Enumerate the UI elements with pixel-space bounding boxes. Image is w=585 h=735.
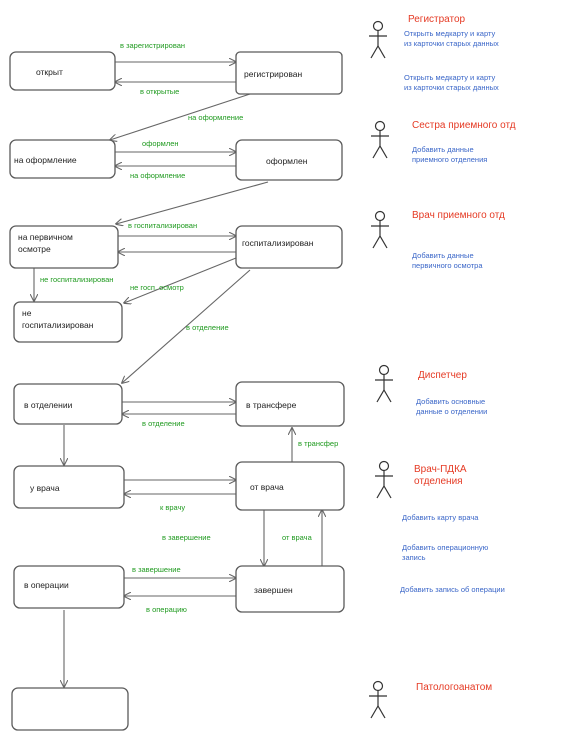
state-label: на оформление <box>14 155 77 165</box>
state-label: на первичном осмотре <box>18 232 75 254</box>
transition-label: в госпитализирован <box>128 221 197 230</box>
role-note: Добавить данные приемного отделения <box>412 145 487 164</box>
transition-label: к врачу <box>160 503 185 512</box>
state-hosp-form: госпитализирован <box>235 225 343 269</box>
state-completed: завершен <box>235 565 345 613</box>
state-label: госпитализирован <box>242 238 314 248</box>
state-open: открыт <box>9 51 116 91</box>
state-formalization: на оформление <box>9 139 116 179</box>
role-note: Добавить основные данные о отделении <box>416 397 487 416</box>
role-name: Врач-ПДКА отделения <box>414 464 469 487</box>
state-label: оформлен <box>266 156 308 166</box>
state-label: в операции <box>24 580 69 590</box>
role-note: Открыть медкарту и карту из карточки ста… <box>404 73 499 92</box>
state-label: завершен <box>254 585 293 595</box>
transition-label: в завершение <box>132 565 181 574</box>
transition-label: на оформление <box>188 113 243 122</box>
state-formalized: оформлен <box>235 139 343 181</box>
state-at-doctor: у врача <box>13 465 125 509</box>
transition-labels: в зарегистрирован в открытые на оформлен… <box>40 41 338 614</box>
actor-icon <box>375 460 393 499</box>
state-label: в отделении <box>24 400 73 410</box>
state-in-surgery: в операции <box>13 565 125 609</box>
state-not-hospitalized: не госпитализирован <box>13 301 123 343</box>
role-note: Добавить запись об операции <box>400 585 505 594</box>
state-label: в трансфере <box>246 400 297 410</box>
role-name: Врач приемного отд <box>412 210 505 221</box>
state-transferred: в трансфере <box>235 381 345 427</box>
transitions <box>34 62 322 687</box>
state-label: у врача <box>30 483 60 493</box>
actor-icon <box>371 120 389 159</box>
transition-label: в отделение <box>142 419 185 428</box>
transition-label: оформлен <box>142 139 179 148</box>
role-note: Добавить карту врача <box>402 513 479 522</box>
actor-icon <box>375 364 393 403</box>
role-note: Добавить данные первичного осмотра <box>412 251 483 270</box>
transition-line <box>110 93 251 140</box>
transition-label: в завершение <box>162 533 211 542</box>
transition-label: в зарегистрирован <box>120 41 185 50</box>
transition-label: на оформление <box>130 171 185 180</box>
transition-label: в операцию <box>146 605 187 614</box>
state-final <box>11 687 129 731</box>
transition-line <box>122 269 251 383</box>
role-name: Патологоанатом <box>416 682 492 693</box>
role-note: Открыть медкарту и карту из карточки ста… <box>404 29 499 48</box>
state-primary-exam: на первичном осмотре <box>9 225 119 269</box>
transition-label: в отделение <box>186 323 229 332</box>
transition-label: в открытые <box>140 87 179 96</box>
actor-icon <box>369 680 387 719</box>
transition-line <box>124 257 237 303</box>
state-registration: регистрирован <box>235 51 343 95</box>
state-in-department: в отделении <box>13 383 123 425</box>
transition-label: от врача <box>282 533 313 542</box>
actor-icon <box>369 20 387 59</box>
transition-line <box>116 181 269 224</box>
state-label: от врача <box>250 482 284 492</box>
transition-label: в трансфер <box>298 439 338 448</box>
role-name: Сестра приемного отд <box>412 120 516 131</box>
transition-label: не госпитализирован <box>40 275 113 284</box>
role-name: Регистратор <box>408 14 466 25</box>
state-label: открыт <box>36 67 63 77</box>
transition-label: не госп. осмотр <box>130 283 184 292</box>
state-label: регистрирован <box>244 69 303 79</box>
actor-icon <box>371 210 389 249</box>
state-from-doctor: от врача <box>235 461 345 511</box>
role-note: Добавить операционную запись <box>402 543 490 562</box>
state-label: не госпитализирован <box>22 308 94 330</box>
role-name: Диспетчер <box>418 370 467 381</box>
